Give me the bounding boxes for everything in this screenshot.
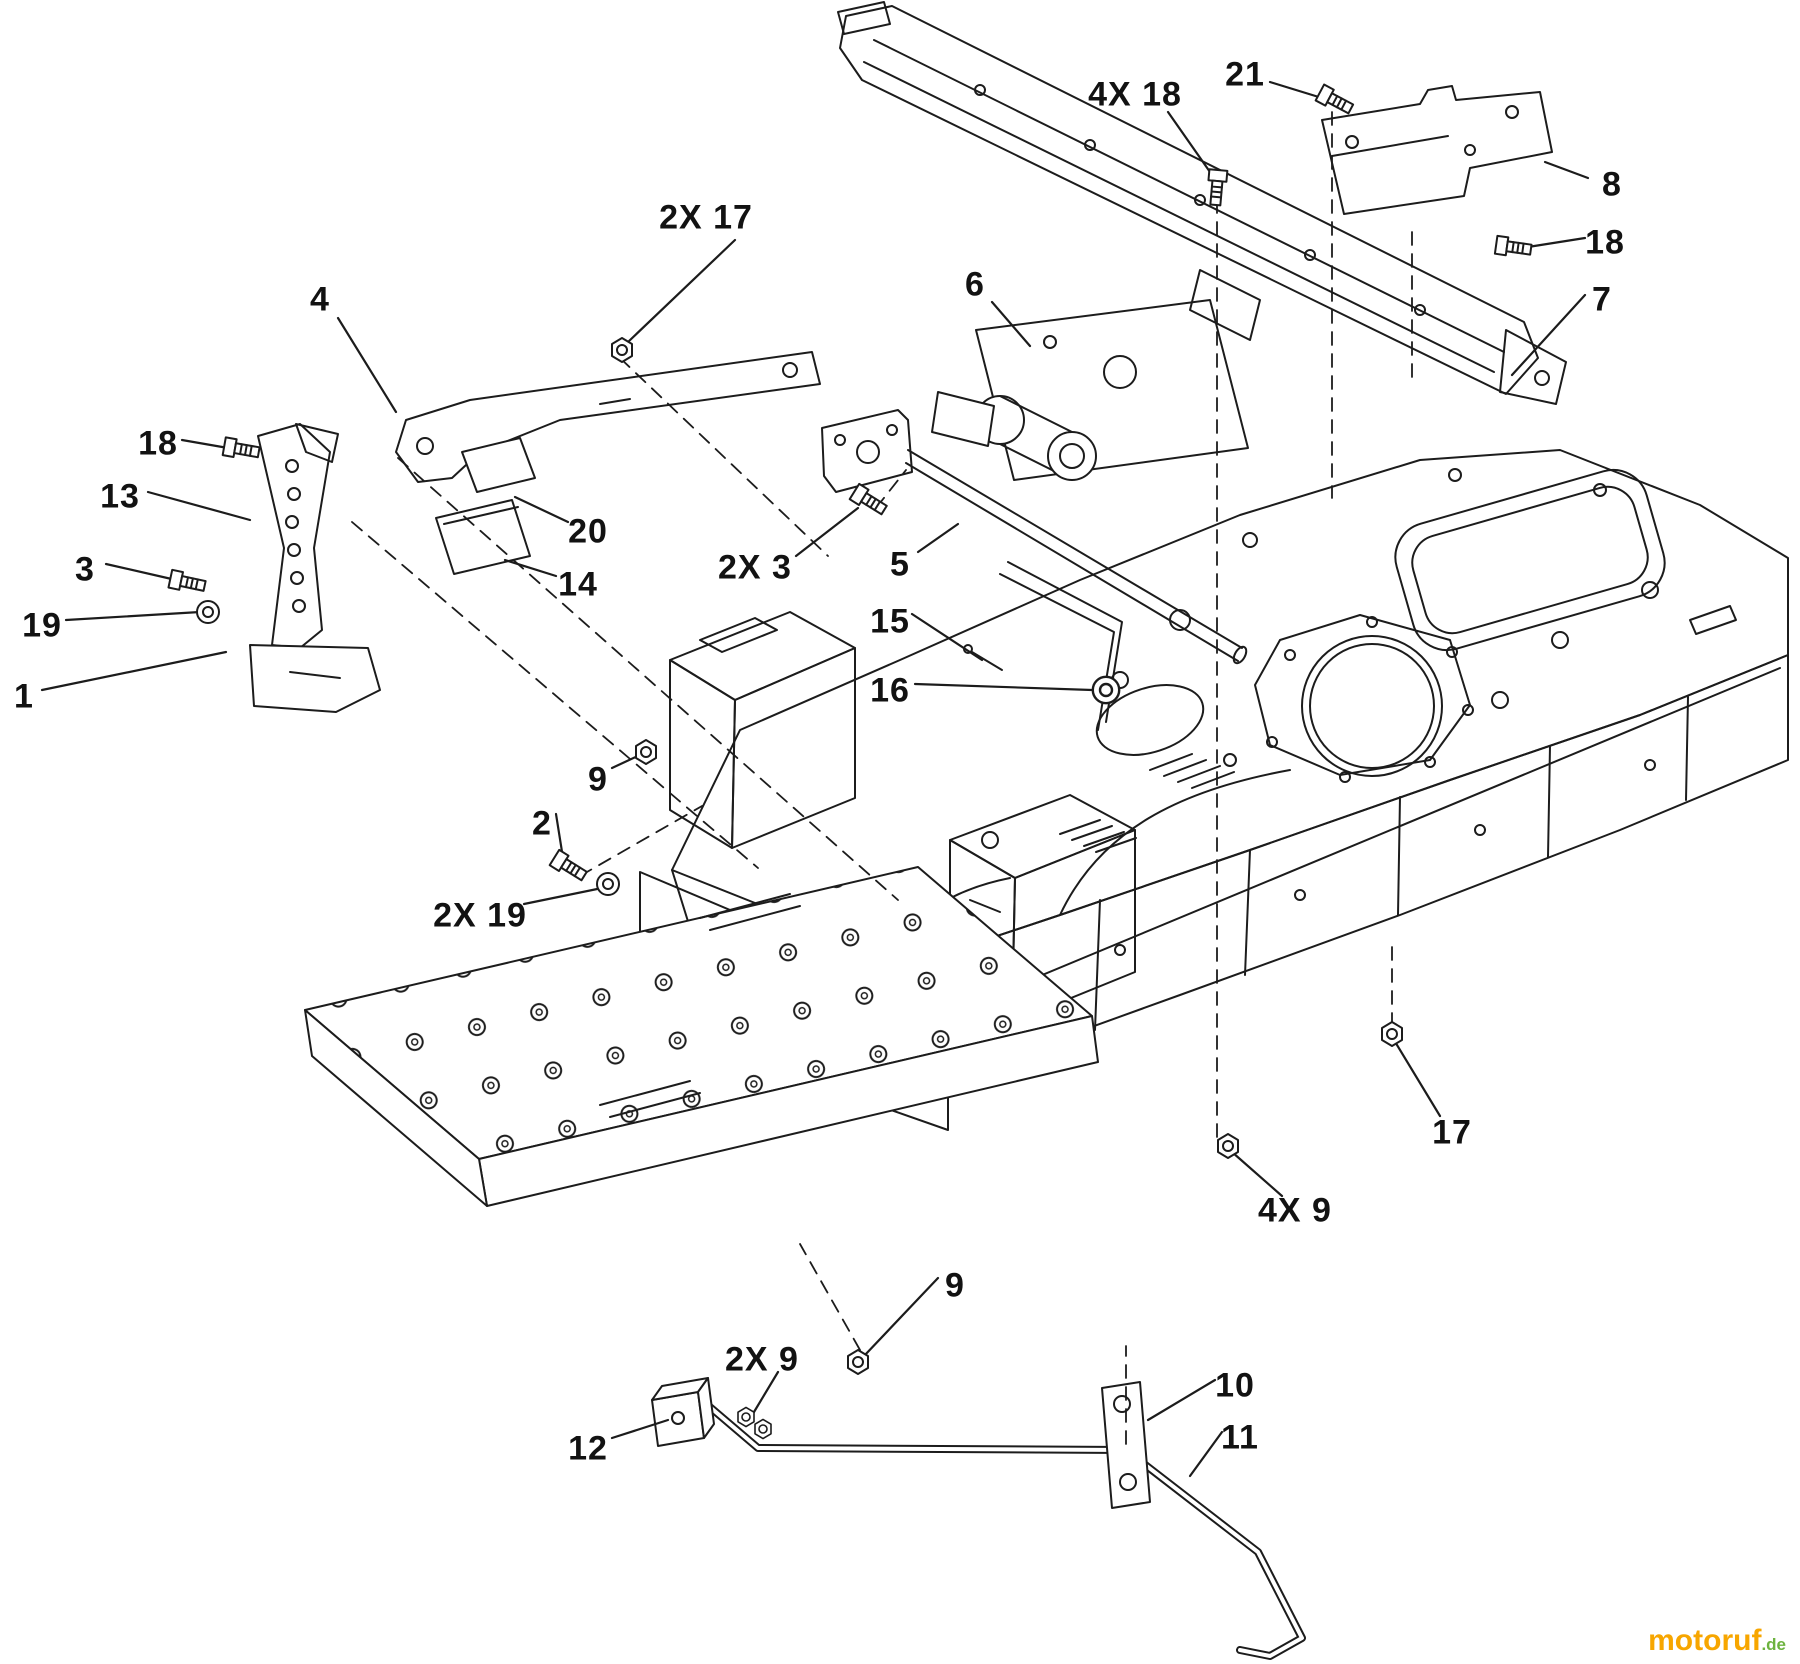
block-part-12 <box>651 1377 715 1447</box>
shift-rod-part-11 <box>700 1398 1306 1660</box>
tank-opening <box>1394 468 1666 652</box>
strap-part-14 <box>435 499 531 575</box>
callout-18-left: 18 <box>138 424 178 463</box>
callout-21: 21 <box>1225 55 1265 94</box>
top-cross-rail-part-7 <box>837 1 1567 405</box>
nut-icon <box>754 1418 772 1440</box>
washer-icon <box>196 600 220 624</box>
frame-slot <box>1689 605 1737 635</box>
bolt-icon <box>221 436 262 463</box>
dashed-alignment-lines <box>351 111 1413 1445</box>
callout-5: 5 <box>890 545 910 584</box>
nut-icon <box>635 739 657 765</box>
bracket-part-10 <box>1101 1381 1151 1509</box>
pin-part-15 <box>963 644 1003 671</box>
callout-11: 11 <box>1221 1418 1259 1457</box>
plate-part-6 <box>931 299 1249 481</box>
nut-icon <box>737 1406 755 1428</box>
callout-2x3: 2X 3 <box>718 548 792 587</box>
callout-16: 16 <box>870 671 910 710</box>
callout-6: 6 <box>965 265 985 304</box>
callout-4x18: 4X 18 <box>1088 75 1182 114</box>
mount-plate-part-8 <box>1321 85 1553 215</box>
nut-icon <box>1217 1133 1239 1159</box>
shift-rod-assembly <box>651 1377 1306 1660</box>
callout-2: 2 <box>532 804 552 843</box>
support-bracket-part-1-13 <box>249 423 381 713</box>
nut-icon <box>611 337 633 363</box>
bolt-icon <box>548 848 590 885</box>
callout-4x9: 4X 9 <box>1258 1191 1332 1230</box>
callout-2x17: 2X 17 <box>659 198 753 237</box>
callout-3: 3 <box>75 550 95 589</box>
watermark: motoruf.de <box>1648 1626 1786 1656</box>
callout-2x19: 2X 19 <box>433 896 527 935</box>
callout-10: 10 <box>1215 1366 1255 1405</box>
bolt-icon <box>1314 83 1357 118</box>
watermark-suffix-text: .de <box>1761 1635 1786 1654</box>
pivot-arm-part-4 <box>395 351 821 493</box>
leader-lines <box>40 80 1590 1478</box>
watermark-main-text: motoruf <box>1648 1624 1762 1657</box>
callout-12: 12 <box>568 1429 608 1468</box>
bolt-icon <box>848 482 890 519</box>
callout-19: 19 <box>22 606 62 645</box>
callout-17-right: 17 <box>1432 1113 1472 1152</box>
nut-icon <box>847 1349 869 1375</box>
washer-icon <box>1091 675 1121 705</box>
bolt-icon <box>1493 234 1534 260</box>
floor-pan <box>304 866 1099 1207</box>
callout-8: 8 <box>1602 165 1622 204</box>
callout-9-bottom: 9 <box>945 1266 965 1305</box>
callout-15: 15 <box>870 602 910 641</box>
washer-icon <box>596 872 620 896</box>
bent-arm <box>999 561 1123 731</box>
callout-2x9: 2X 9 <box>725 1340 799 1379</box>
engine-mount-opening <box>1254 614 1474 783</box>
callout-20: 20 <box>568 512 608 551</box>
shaft-part-5 <box>821 409 1248 731</box>
bolt-icon <box>167 568 208 596</box>
callout-7: 7 <box>1592 280 1612 319</box>
callout-1: 1 <box>14 677 34 716</box>
hardware-icons <box>167 83 1534 1440</box>
callout-18-top: 18 <box>1585 223 1625 262</box>
bolt-icon <box>1205 168 1229 207</box>
callout-14: 14 <box>558 565 598 604</box>
nut-icon <box>1381 1021 1403 1047</box>
callout-13: 13 <box>100 477 140 516</box>
callout-9-mid: 9 <box>588 760 608 799</box>
callout-4: 4 <box>310 280 330 319</box>
